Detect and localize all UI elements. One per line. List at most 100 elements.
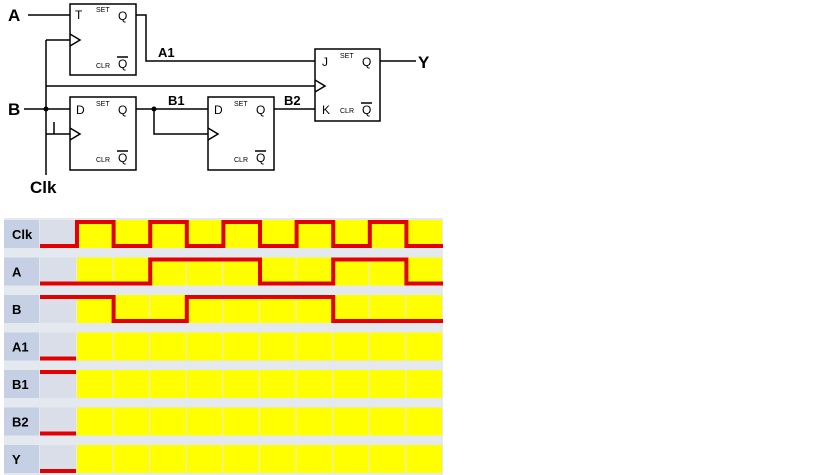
timing-cell — [223, 332, 259, 361]
timing-cell — [333, 370, 369, 398]
output-y-label: Y — [418, 53, 430, 72]
timing-cell — [186, 407, 223, 436]
row-label: B — [12, 302, 21, 317]
timing-cell — [369, 370, 406, 398]
timing-cell — [369, 332, 406, 361]
timing-cell — [296, 295, 333, 323]
timing-cell — [113, 332, 150, 361]
timing-cell — [223, 257, 259, 286]
row-label-cell — [4, 407, 39, 436]
timing-cell — [333, 257, 369, 286]
timing-cell — [260, 257, 296, 286]
timing-cell — [406, 257, 442, 286]
pin-set: SET — [96, 101, 110, 108]
timing-cell — [369, 220, 406, 248]
pin-q: Q — [256, 103, 265, 117]
timing-cell — [113, 407, 150, 436]
row-label: A — [12, 265, 22, 280]
timing-cell — [333, 332, 369, 361]
wiring — [24, 14, 416, 175]
timing-cell — [296, 407, 333, 436]
row-label-cell — [4, 295, 39, 323]
junction-b — [43, 106, 49, 112]
row-label: A1 — [12, 340, 29, 355]
timing-cell — [77, 257, 113, 286]
row-label-cell — [4, 257, 39, 286]
timing-cell — [406, 445, 442, 473]
row-label: B1 — [12, 377, 29, 392]
row-label-cell — [4, 445, 39, 473]
timing-cell — [113, 445, 150, 473]
input-b-label: B — [8, 100, 20, 119]
d-flip-flop-1: D SET Q CLR Q — [69, 96, 137, 171]
net-a1-label: A1 — [158, 45, 175, 60]
input-clk-label: Clk — [30, 178, 57, 197]
timing-cell — [186, 257, 223, 286]
timing-cell — [296, 257, 333, 286]
timing-cell — [296, 332, 333, 361]
timing-cell — [223, 295, 259, 323]
timing-cell — [77, 445, 113, 473]
timing-cell — [223, 370, 259, 398]
row-label: B2 — [12, 415, 29, 430]
timing-cell — [333, 295, 369, 323]
timing-cell — [260, 370, 296, 398]
timing-cell — [406, 370, 442, 398]
pin-clr: CLR — [96, 157, 110, 164]
pin-j: J — [322, 55, 328, 69]
timing-cell — [369, 407, 406, 436]
timing-cell — [77, 332, 113, 361]
pin-q: Q — [362, 55, 371, 69]
timing-cell — [369, 295, 406, 323]
timing-cell — [150, 370, 186, 398]
timing-cell — [113, 257, 150, 286]
timing-cell — [406, 295, 442, 323]
pin-set: SET — [234, 101, 248, 108]
timing-cell — [77, 295, 113, 323]
pin-q: Q — [118, 103, 127, 117]
clock-triangle-icon — [314, 79, 327, 93]
row-initial-cell — [40, 445, 76, 473]
pin-q: Q — [118, 9, 127, 23]
pin-t: T — [75, 8, 83, 22]
timing-cell — [150, 295, 186, 323]
input-a-label: A — [8, 6, 20, 25]
row-initial-cell — [40, 370, 76, 398]
pin-qbar: Q — [256, 151, 265, 165]
signal-trace — [40, 257, 443, 286]
row-label-cell — [4, 220, 39, 248]
timing-cell — [406, 332, 442, 361]
d-flip-flop-2: D SET Q CLR Q — [207, 96, 275, 171]
net-b2-label: B2 — [284, 93, 301, 108]
timing-cell — [186, 445, 223, 473]
timing-cell — [369, 445, 406, 473]
pin-d: D — [76, 103, 85, 117]
row-initial-cell — [40, 332, 76, 361]
t-flip-flop: T SET Q CLR Q — [69, 3, 137, 76]
row-label-cell — [4, 332, 39, 361]
timing-cell — [150, 407, 186, 436]
pin-set: SET — [96, 7, 110, 14]
jk-flip-flop: J K SET Q CLR Q — [314, 48, 381, 122]
timing-cell — [186, 295, 223, 323]
junction-b1 — [151, 106, 157, 112]
clock-triangle-icon — [207, 127, 220, 141]
timing-cell — [77, 407, 113, 436]
pin-qbar: Q — [118, 57, 127, 71]
row-label: Clk — [12, 227, 33, 242]
timing-cell — [223, 445, 259, 473]
wire-a1 — [136, 14, 315, 62]
wire-clk-d2 — [153, 109, 208, 135]
timing-cell — [150, 445, 186, 473]
timing-cell — [260, 220, 296, 248]
sequential-circuit: T SET Q CLR Q D SET Q CLR Q D SET Q CLR … — [8, 3, 430, 197]
timing-cell — [296, 445, 333, 473]
pin-d: D — [214, 103, 223, 117]
row-initial-cell — [40, 407, 76, 436]
pin-qbar: Q — [118, 151, 127, 165]
timing-cell — [113, 220, 150, 248]
timing-cell — [150, 257, 186, 286]
timing-cell — [296, 370, 333, 398]
